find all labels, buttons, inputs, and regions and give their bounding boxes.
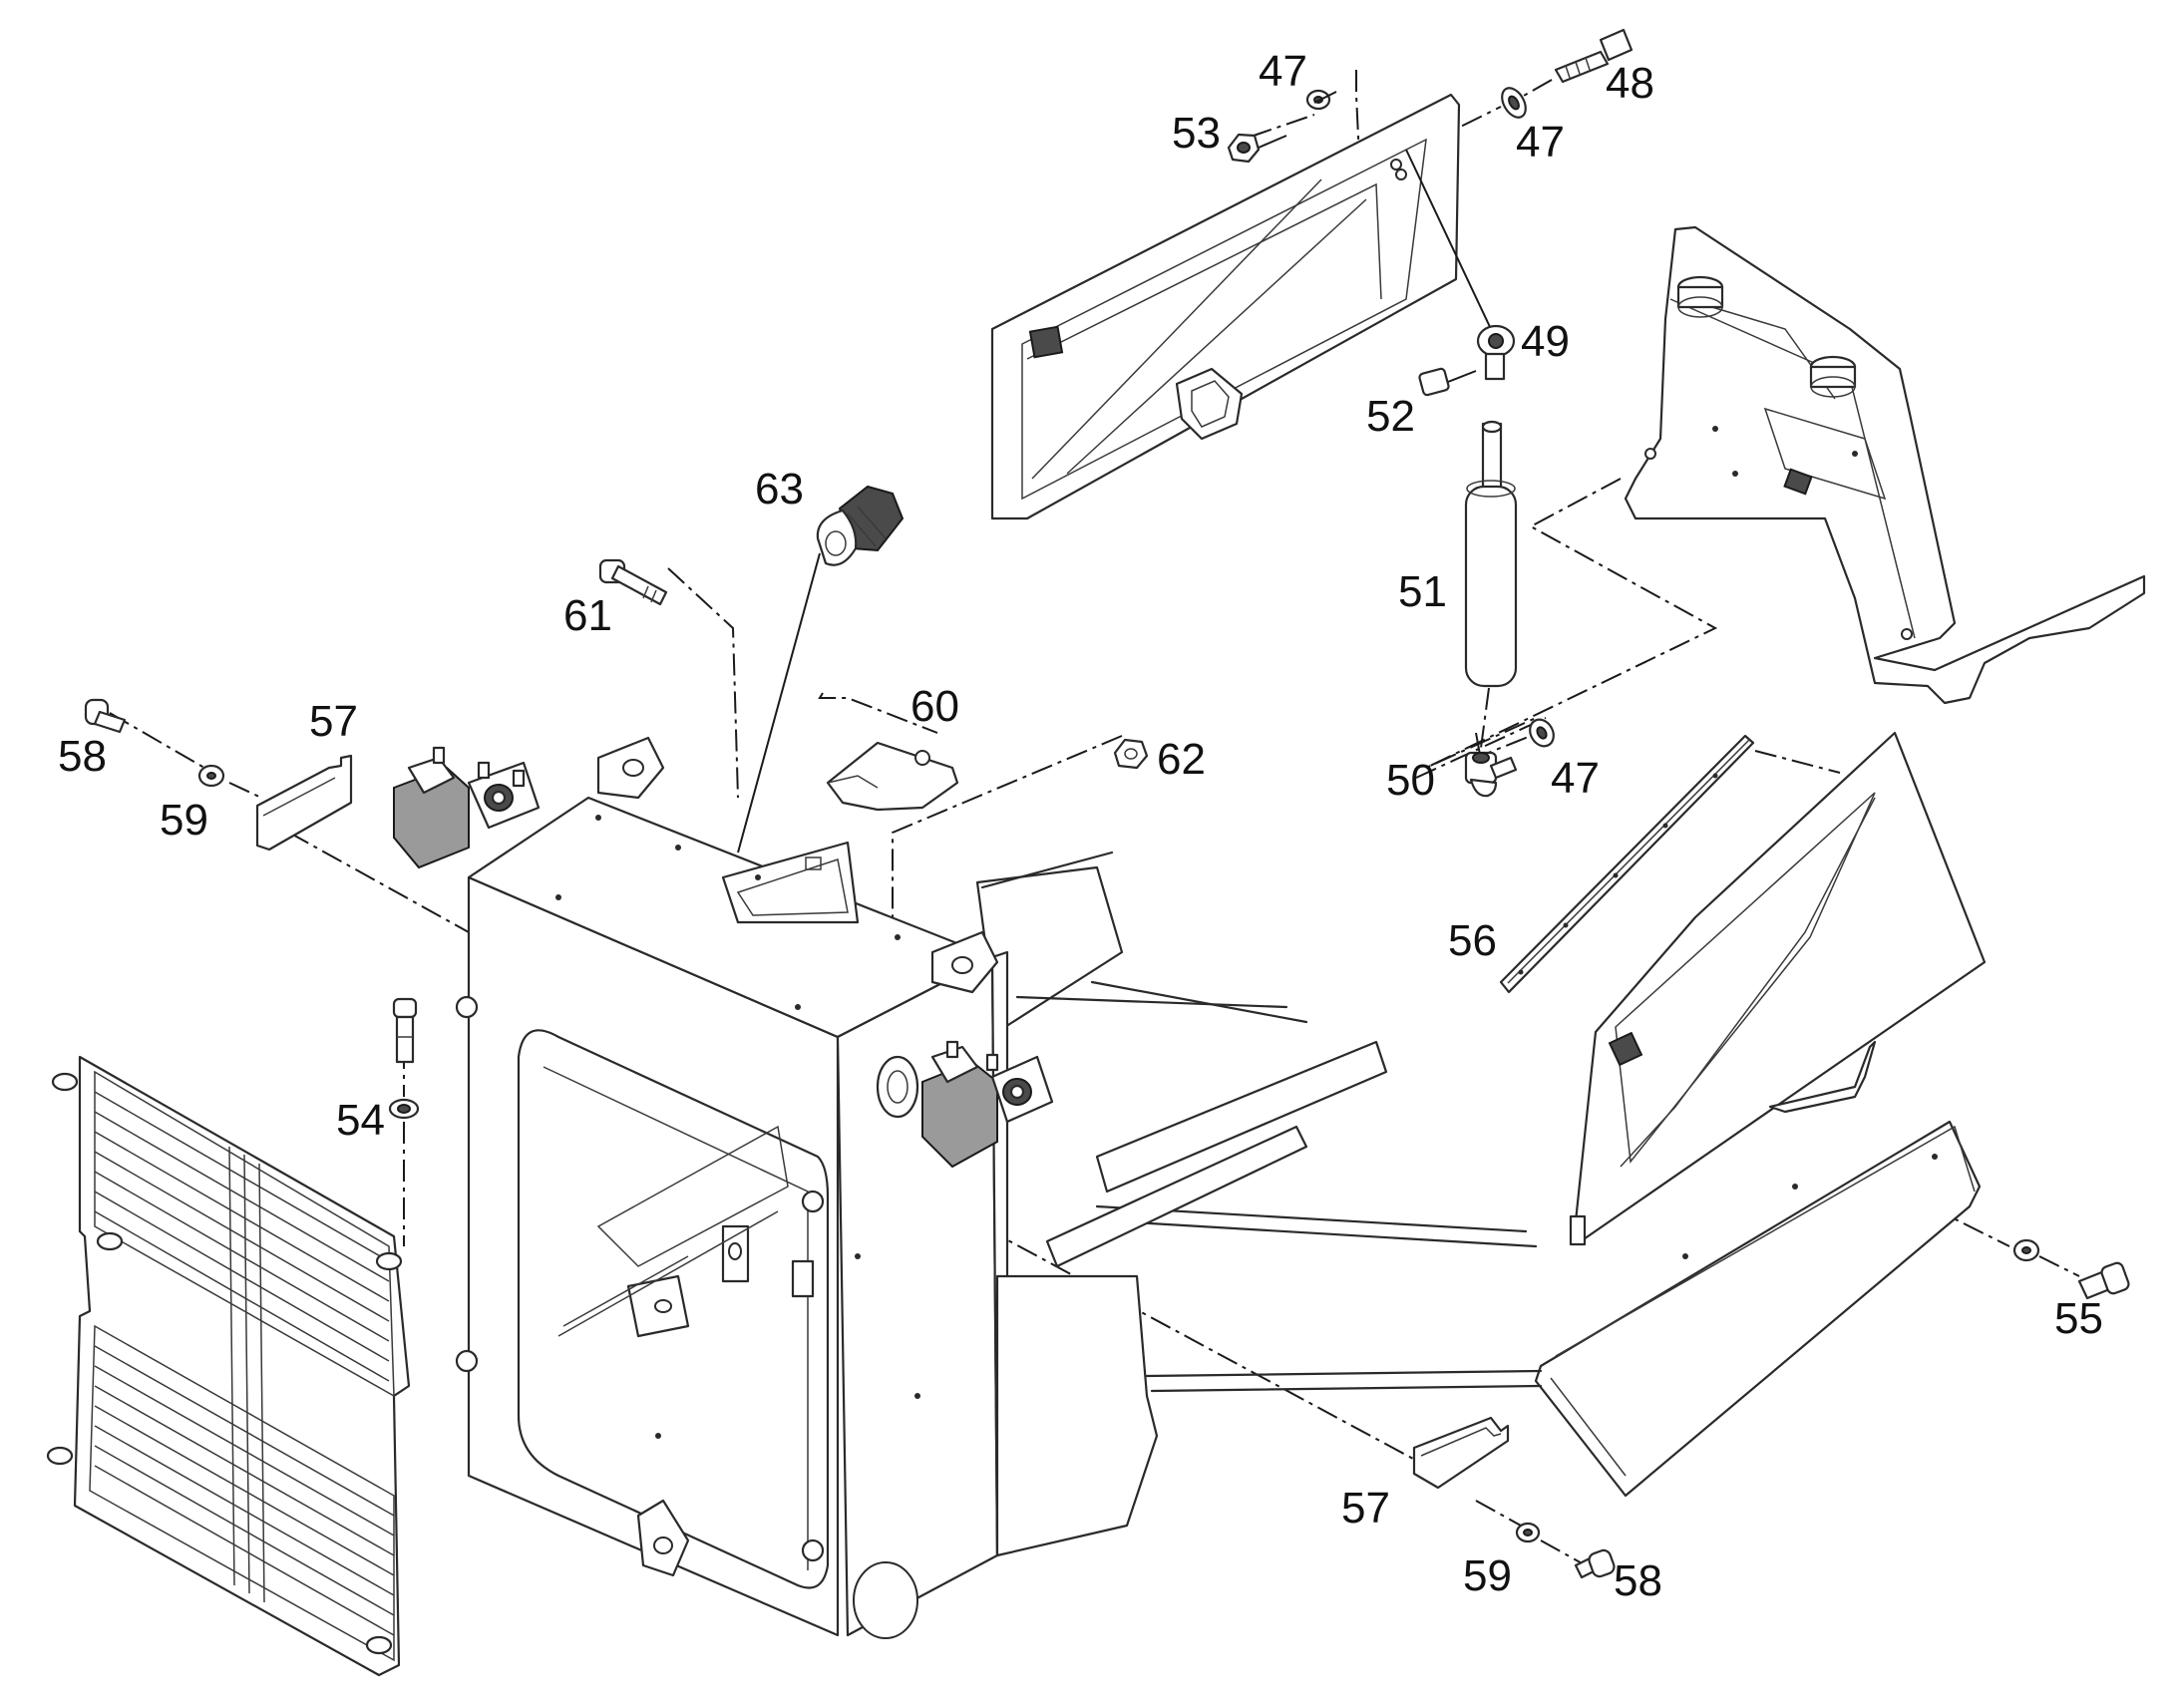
mount-pad-right-icon <box>1809 355 1857 398</box>
front-grille <box>46 1055 411 1677</box>
washer-59-upper-icon <box>197 764 225 788</box>
callout-57-upper: 57 <box>309 697 358 746</box>
bolt-48-icon <box>1554 28 1634 84</box>
callout-60: 60 <box>910 682 959 731</box>
valve-block-left-icon <box>393 746 541 869</box>
callout-58-lower: 58 <box>1614 1556 1662 1605</box>
bolt-55-icon <box>2077 1261 2130 1300</box>
callout-54: 54 <box>336 1096 385 1145</box>
callout-63: 63 <box>755 465 804 513</box>
mount-pad-left-icon <box>1676 275 1724 318</box>
callout-59-lower: 59 <box>1463 1551 1512 1600</box>
callout-53: 53 <box>1172 109 1221 158</box>
nut-62-icon <box>1113 738 1149 770</box>
top-access-panel <box>990 93 1461 520</box>
callout-52: 52 <box>1366 392 1415 441</box>
seal-strip-56-icon <box>1499 734 1755 994</box>
washer-47-top-right-icon <box>1501 87 1527 119</box>
callout-labels: 47 53 48 47 49 52 63 61 51 60 62 50 47 5… <box>58 47 2103 1605</box>
valve-block-right-icon <box>876 1040 1054 1169</box>
washer-47-lower-icon <box>1529 718 1555 748</box>
leader-lines <box>1258 91 1477 383</box>
callout-61: 61 <box>563 591 612 640</box>
washer-54-icon <box>388 1098 420 1120</box>
callout-56: 56 <box>1448 916 1497 965</box>
filler-cap-63-icon <box>737 485 905 854</box>
screw-58-lower-icon <box>1574 1548 1616 1579</box>
callout-51: 51 <box>1398 567 1447 616</box>
callout-47-top: 47 <box>1259 47 1307 96</box>
callout-57-lower: 57 <box>1341 1484 1390 1533</box>
bolt-61-icon <box>598 558 668 606</box>
bolt-54-icon <box>392 997 418 1064</box>
callout-59-upper: 59 <box>160 796 208 845</box>
cover-plate-57-upper-icon <box>255 754 353 852</box>
rear-frame-bracket <box>1624 225 2146 705</box>
cover-plate-57-lower-icon <box>1412 1416 1510 1490</box>
rod-end-49-icon <box>1476 324 1516 381</box>
callout-49: 49 <box>1521 317 1570 366</box>
side-door-panel <box>1569 731 1987 1246</box>
washer-59-lower-icon <box>1515 1522 1541 1543</box>
callout-50: 50 <box>1386 756 1435 805</box>
callout-47-right: 47 <box>1516 118 1565 167</box>
callout-55: 55 <box>2054 1294 2103 1343</box>
washer-55-icon <box>2012 1238 2040 1262</box>
callout-47-lower: 47 <box>1551 754 1600 803</box>
spacer-52-icon <box>1418 367 1450 397</box>
gas-strut-51-icon <box>1464 420 1518 688</box>
lower-side-panel <box>1534 1120 1982 1498</box>
screw-58-upper-icon <box>84 698 127 734</box>
nut-53-icon <box>1227 133 1261 164</box>
callout-58-upper: 58 <box>58 732 107 781</box>
main-frame <box>393 736 1543 1639</box>
callout-62: 62 <box>1157 735 1206 784</box>
cover-60-icon <box>826 741 959 812</box>
callout-48: 48 <box>1606 59 1654 108</box>
ball-joint-50-icon <box>1464 751 1518 798</box>
gas-strut-assembly <box>1405 149 1555 798</box>
